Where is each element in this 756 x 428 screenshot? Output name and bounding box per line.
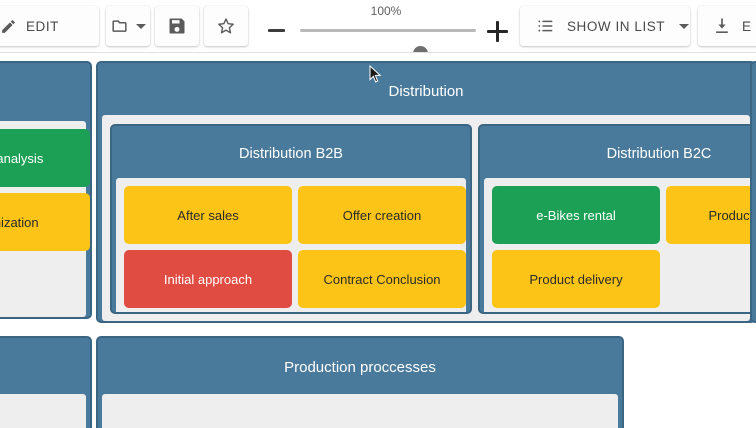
toolbar-divider [0,52,756,53]
favorite-button[interactable] [204,6,248,46]
panel-bottom-left-partial[interactable] [0,336,92,428]
chevron-down-icon [679,23,690,29]
top-toolbar: EDIT 100% [0,0,756,61]
card-ebikes-rental[interactable]: e-Bikes rental [492,186,660,244]
subpanel-b2b-body: After sales Offer creation Initial appro… [116,178,466,312]
panel-production-body [102,394,618,428]
panel-bottom-left-body [0,394,86,428]
subpanel-distribution-b2c[interactable]: Distribution B2C e-Bikes rental Product … [478,124,754,314]
card-product-delivery[interactable]: Product delivery [492,250,660,308]
download-icon [716,18,728,33]
edit-pencil-icon [2,19,15,33]
card-contract-conclusion[interactable]: Contract Conclusion [298,250,466,308]
card-ent-analysis[interactable]: ent analysis [0,129,90,187]
zoom-out-button[interactable] [268,29,285,32]
show-in-list-label: SHOW IN LIST [567,18,666,34]
show-in-list-button[interactable]: SHOW IN LIST [520,6,690,46]
export-button-label: E [742,18,752,34]
panel-distribution-title: Distribution [388,83,464,100]
zoom-control: 100% [262,4,510,61]
star-outline-icon [218,18,234,34]
subpanel-b2b-title: Distribution B2B [239,146,343,162]
diagram-canvas[interactable]: ent analysis ganization Distribution Dis… [0,53,756,428]
folder-icon [111,20,127,32]
subpanel-b2c-title: Distribution B2C [606,146,712,162]
card-initial-approach[interactable]: Initial approach [124,250,292,308]
panel-production-processes[interactable]: Production proccesses [96,336,624,428]
subpanel-distribution-b2b[interactable]: Distribution B2B After sales Offer creat… [110,124,472,314]
card-after-sales[interactable]: After sales [124,186,292,244]
panel-distribution[interactable]: Distribution Distribution B2B After sale… [96,61,756,323]
export-button[interactable]: E [698,6,756,46]
card-product-consulting[interactable]: Product consu [666,186,754,244]
save-floppy-icon [169,18,185,34]
panel-left-body: ent analysis ganization [0,121,90,317]
zoom-percentage-label: 100% [370,4,402,18]
chevron-down-icon [135,23,146,29]
edit-button[interactable]: EDIT [0,6,99,46]
card-ganization[interactable]: ganization [0,193,90,251]
panel-right-partial[interactable] [750,61,756,323]
open-folder-button[interactable] [106,6,150,46]
list-icon [538,20,553,32]
panel-distribution-body: Distribution B2B After sales Offer creat… [102,115,754,321]
zoom-in-button[interactable] [487,21,508,42]
panel-left-partial[interactable]: ent analysis ganization [0,61,92,319]
zoom-slider-track[interactable] [300,29,476,61]
save-button[interactable] [155,6,199,46]
card-offer-creation[interactable]: Offer creation [298,186,466,244]
subpanel-b2c-body: e-Bikes rental Product consu Product del… [484,178,754,312]
edit-button-label: EDIT [26,18,59,34]
panel-production-title: Production proccesses [284,359,436,376]
